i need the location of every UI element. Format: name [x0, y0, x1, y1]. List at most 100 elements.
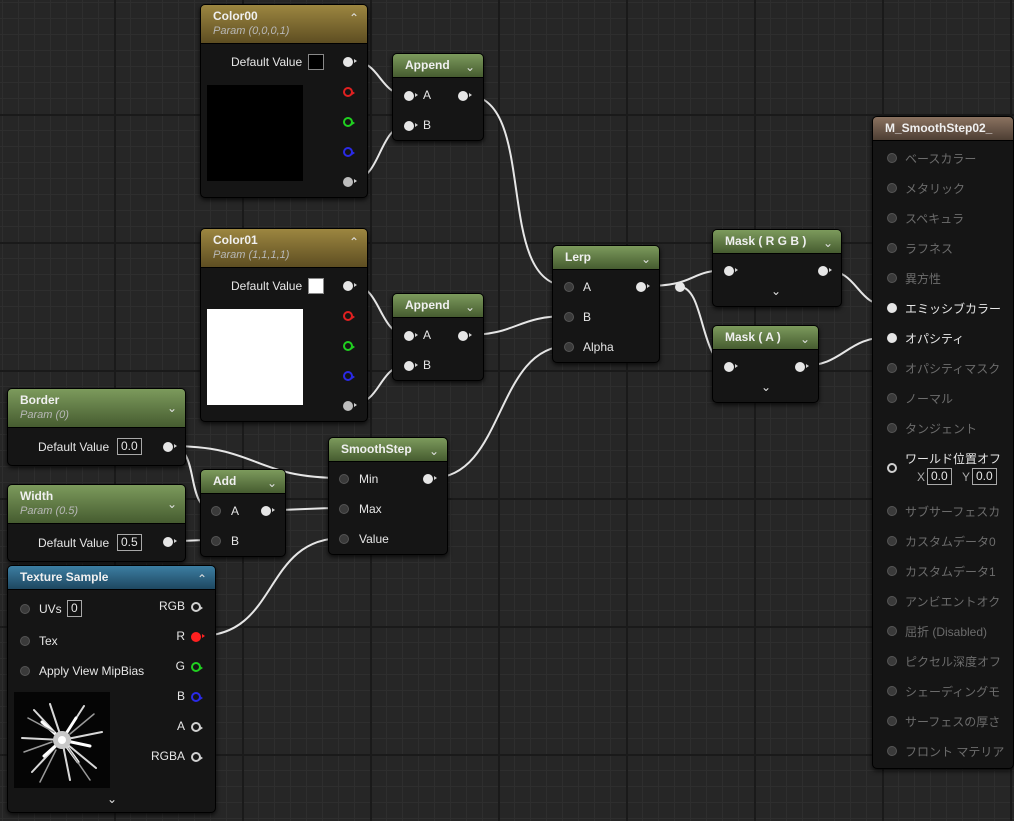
- append1-node[interactable]: Append ⌄ A B: [392, 53, 484, 141]
- input-b-pin[interactable]: [211, 536, 221, 546]
- input-a-pin[interactable]: [404, 331, 418, 341]
- material-result-node[interactable]: M_SmoothStep02_ ベースカラー メタリック スペキュラ ラフネス …: [872, 116, 1014, 769]
- input-min-pin[interactable]: [339, 474, 349, 484]
- input-pixel-depth-offset-pin[interactable]: [887, 656, 897, 666]
- width-node[interactable]: Width Param (0.5) ⌄ Default Value 0.5: [7, 484, 186, 562]
- mask-a-node[interactable]: Mask ( A ) ⌄ ⌄: [712, 325, 819, 403]
- append2-node[interactable]: Append ⌄ A B: [392, 293, 484, 381]
- input-a-pin[interactable]: [564, 282, 574, 292]
- expand-chevron-icon[interactable]: ⌄: [771, 284, 782, 298]
- color-swatch[interactable]: [308, 278, 324, 294]
- output-pin[interactable]: [423, 474, 437, 484]
- color00-node[interactable]: Color00 Param (0,0,0,1) ⌃ Default Value: [200, 4, 368, 198]
- default-value-field[interactable]: 0.0: [117, 438, 142, 455]
- output-rgb-pin[interactable]: [191, 602, 203, 612]
- chevron-down-icon[interactable]: ⌄: [464, 60, 475, 74]
- output-a-pin[interactable]: [343, 177, 357, 187]
- output-r-pin[interactable]: [343, 311, 355, 321]
- input-subsurface-pin[interactable]: [887, 506, 897, 516]
- input-normal-pin[interactable]: [887, 393, 897, 403]
- input-roughness-pin[interactable]: [887, 243, 897, 253]
- input-surface-thickness-pin[interactable]: [887, 716, 897, 726]
- chevron-down-icon[interactable]: ⌄: [166, 401, 177, 415]
- output-g-pin[interactable]: [191, 662, 203, 672]
- add-header[interactable]: Add ⌄: [201, 470, 285, 494]
- input-tangent-pin[interactable]: [887, 423, 897, 433]
- output-pin[interactable]: [163, 537, 177, 547]
- output-b-pin[interactable]: [191, 692, 203, 702]
- input-opacity-pin[interactable]: [887, 333, 897, 343]
- input-custom-data1-pin[interactable]: [887, 566, 897, 576]
- input-tex-pin[interactable]: [20, 636, 30, 646]
- input-shading-model-pin[interactable]: [887, 686, 897, 696]
- input-emissive-pin[interactable]: [887, 303, 897, 313]
- output-g-pin[interactable]: [343, 117, 355, 127]
- output-r-pin[interactable]: [191, 632, 205, 642]
- color-swatch[interactable]: [308, 54, 324, 70]
- chevron-down-icon[interactable]: ⌄: [166, 497, 177, 511]
- input-custom-data0-pin[interactable]: [887, 536, 897, 546]
- output-pin[interactable]: [636, 282, 650, 292]
- input-world-position-offset-pin[interactable]: [887, 463, 897, 473]
- output-rgba-pin[interactable]: [191, 752, 203, 762]
- mask-a-header[interactable]: Mask ( A ) ⌄: [713, 326, 818, 350]
- texture-header[interactable]: Texture Sample ⌃: [8, 566, 215, 590]
- output-pin[interactable]: [458, 91, 472, 101]
- chevron-down-icon[interactable]: ⌄: [428, 444, 439, 458]
- collapse-icon[interactable]: ⌃: [196, 572, 207, 586]
- chevron-down-icon[interactable]: ⌄: [799, 332, 810, 346]
- input-a-pin[interactable]: [404, 91, 418, 101]
- wpo-y-field[interactable]: 0.0: [972, 468, 997, 485]
- input-refraction-pin[interactable]: [887, 626, 897, 636]
- lerp-node[interactable]: Lerp ⌄ A B Alpha: [552, 245, 660, 363]
- input-anisotropy-pin[interactable]: [887, 273, 897, 283]
- chevron-down-icon[interactable]: ⌄: [640, 252, 651, 266]
- input-max-pin[interactable]: [339, 504, 349, 514]
- expand-chevron-icon[interactable]: ⌄: [107, 792, 118, 806]
- smoothstep-node[interactable]: SmoothStep ⌄ Min Max Value: [328, 437, 448, 555]
- output-rgb-pin[interactable]: [343, 57, 357, 67]
- wpo-x-field[interactable]: 0.0: [927, 468, 952, 485]
- material-header[interactable]: M_SmoothStep02_: [873, 117, 1013, 141]
- add-node[interactable]: Add ⌄ A B: [200, 469, 286, 557]
- mask-rgb-node[interactable]: Mask ( R G B ) ⌄ ⌄: [712, 229, 842, 307]
- output-rgb-pin[interactable]: [343, 281, 357, 291]
- width-header[interactable]: Width Param (0.5) ⌄: [8, 485, 185, 524]
- collapse-icon[interactable]: ⌃: [348, 11, 359, 25]
- input-b-pin[interactable]: [564, 312, 574, 322]
- input-metallic-pin[interactable]: [887, 183, 897, 193]
- texture-sample-node[interactable]: Texture Sample ⌃ UVs 0 Tex Apply View Mi…: [7, 565, 216, 813]
- chevron-down-icon[interactable]: ⌄: [266, 476, 277, 490]
- input-opacity-mask-pin[interactable]: [887, 363, 897, 373]
- output-g-pin[interactable]: [343, 341, 355, 351]
- append1-header[interactable]: Append ⌄: [393, 54, 483, 78]
- input-pin[interactable]: [724, 362, 738, 372]
- input-a-pin[interactable]: [211, 506, 221, 516]
- output-pin[interactable]: [818, 266, 832, 276]
- input-value-pin[interactable]: [339, 534, 349, 544]
- color01-node[interactable]: Color01 Param (1,1,1,1) ⌃ Default Value: [200, 228, 368, 422]
- chevron-down-icon[interactable]: ⌄: [464, 300, 475, 314]
- input-b-pin[interactable]: [404, 121, 418, 131]
- output-a-pin[interactable]: [343, 401, 357, 411]
- border-header[interactable]: Border Param (0) ⌄: [8, 389, 185, 428]
- input-base-color-pin[interactable]: [887, 153, 897, 163]
- input-ambient-occlusion-pin[interactable]: [887, 596, 897, 606]
- output-b-pin[interactable]: [343, 147, 355, 157]
- input-b-pin[interactable]: [404, 361, 418, 371]
- output-pin[interactable]: [458, 331, 472, 341]
- output-pin[interactable]: [261, 506, 275, 516]
- default-value-field[interactable]: 0.5: [117, 534, 142, 551]
- border-node[interactable]: Border Param (0) ⌄ Default Value 0.0: [7, 388, 186, 466]
- output-b-pin[interactable]: [343, 371, 355, 381]
- input-mipbias-pin[interactable]: [20, 666, 30, 676]
- input-specular-pin[interactable]: [887, 213, 897, 223]
- smoothstep-header[interactable]: SmoothStep ⌄: [329, 438, 447, 462]
- mask-rgb-header[interactable]: Mask ( R G B ) ⌄: [713, 230, 841, 254]
- collapse-icon[interactable]: ⌃: [348, 235, 359, 249]
- append2-header[interactable]: Append ⌄: [393, 294, 483, 318]
- input-alpha-pin[interactable]: [564, 342, 574, 352]
- color01-header[interactable]: Color01 Param (1,1,1,1) ⌃: [201, 229, 367, 268]
- color00-header[interactable]: Color00 Param (0,0,0,1) ⌃: [201, 5, 367, 44]
- input-pin[interactable]: [724, 266, 738, 276]
